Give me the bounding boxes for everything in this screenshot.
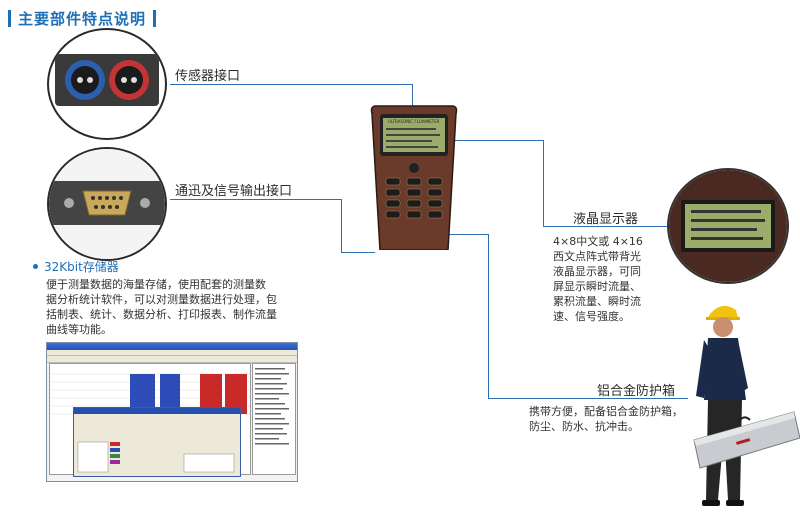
comm-lead-line-h1 xyxy=(170,199,342,200)
storage-desc-line: 括制表、统计、数据分析、打印报表、制作流量 xyxy=(46,308,277,321)
lcd-lead-line-v xyxy=(543,140,544,227)
lcd-desc-line: 速、信号强度。 xyxy=(553,310,630,323)
sensor-lead-line-h xyxy=(170,84,413,85)
case-lead-line-h1 xyxy=(437,234,489,235)
case-desc-line: 防尘、防水、抗冲击。 xyxy=(529,420,639,433)
storage-title: 32Kbit存储器 xyxy=(44,260,119,274)
handheld-flowmeter-device: ULTRASONIC FLOWMETER xyxy=(368,100,460,251)
header-right-bar xyxy=(153,10,156,27)
comm-lead-line-v xyxy=(341,199,342,253)
case-desc-line: 携带方便，配备铝合金防护箱， xyxy=(529,405,683,418)
storage-description: 便于测量数据的海量存储，使用配套的测量数 据分析统计软件，可以对测量数据进行处理… xyxy=(46,277,306,337)
lcd-desc-line: 屏显示瞬时流量、 xyxy=(553,280,641,293)
comm-lead-line-h2 xyxy=(341,252,375,253)
header-left-bar xyxy=(8,10,11,27)
sensor-connector-image xyxy=(47,28,167,140)
lcd-desc-line: 液晶显示器，可同 xyxy=(553,265,641,278)
storage-desc-line: 曲线等功能。 xyxy=(46,323,112,336)
case-lead-line-v xyxy=(488,234,489,399)
lcd-desc-line: 西文点阵式带背光 xyxy=(553,250,641,263)
lcd-lead-line-h2 xyxy=(543,226,668,227)
lcd-desc-line: 累积流量、瞬时流 xyxy=(553,295,641,308)
lcd-label: 液晶显示器 xyxy=(573,212,639,227)
storage-bullet xyxy=(33,264,38,269)
lcd-closeup-image xyxy=(667,168,789,284)
sensor-lead-line-v xyxy=(412,84,413,106)
case-label: 铝合金防护箱 xyxy=(597,384,676,399)
lcd-description: 4×8中文或 4×16 西文点阵式带背光 液晶显示器，可同 屏显示瞬时流量、 累… xyxy=(553,234,663,324)
lcd-lead-line-h1 xyxy=(450,140,544,141)
case-description: 携带方便，配备铝合金防护箱， 防尘、防水、抗冲击。 xyxy=(529,404,694,434)
sensor-interface-label: 传感器接口 xyxy=(175,69,241,84)
page-title: 主要部件特点说明 xyxy=(18,10,147,28)
person-with-case-image xyxy=(690,300,800,511)
serial-port-image xyxy=(47,147,167,261)
lcd-desc-line: 4×8中文或 4×16 xyxy=(553,235,643,248)
device-brand: ULTRASONIC FLOWMETER xyxy=(388,119,440,124)
case-lead-line-h2 xyxy=(488,398,688,399)
comm-interface-label: 通迅及信号输出接口 xyxy=(175,184,293,199)
software-screenshot xyxy=(46,342,298,482)
storage-desc-line: 便于测量数据的海量存储，使用配套的测量数 xyxy=(46,278,266,291)
storage-desc-line: 据分析统计软件，可以对测量数据进行处理，包 xyxy=(46,293,277,306)
